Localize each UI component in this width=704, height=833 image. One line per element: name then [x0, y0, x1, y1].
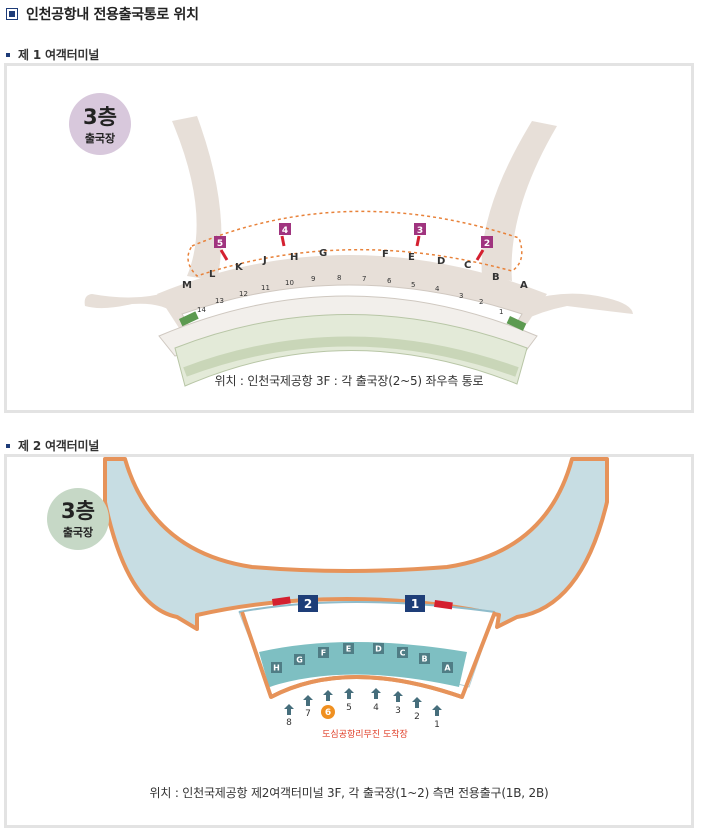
exit-bar-1 — [434, 600, 453, 610]
terminal2-floor-label: 3층 — [61, 499, 95, 523]
counter-H: H — [290, 252, 298, 263]
counter-K: K — [235, 262, 244, 273]
door-3: 3 — [459, 292, 463, 300]
bus-stop-marker — [321, 705, 335, 719]
square-bullet-icon — [6, 8, 18, 20]
gate-marker-2: 2 — [475, 236, 493, 261]
terminal2-floor-sub-label: 출국장 — [63, 525, 93, 539]
door-1: 1 — [499, 308, 503, 316]
counter-B: B — [492, 272, 500, 283]
t2-counter-G: G — [296, 656, 303, 665]
t2-gate-marker-1-label: 1 — [411, 597, 419, 611]
up-arrow-icon — [344, 688, 354, 699]
door-10: 10 — [285, 279, 294, 287]
terminal2-outer-shape — [103, 457, 609, 631]
gate-marker-5: 5 — [214, 236, 229, 261]
counter-M: M — [182, 280, 192, 291]
terminal1-heading: 제 1 여객터미널 — [6, 46, 99, 63]
door-6: 6 — [387, 277, 392, 285]
door-5: 5 — [411, 281, 415, 289]
t2-counter-B: B — [421, 655, 427, 664]
terminal2-title: 제 2 여객터미널 — [18, 439, 100, 453]
gate-marker-2-label: 2 — [484, 239, 490, 249]
terminal1-title: 제 1 여객터미널 — [18, 48, 100, 62]
counter-E: E — [408, 252, 415, 263]
t2-door-8: 8 — [286, 718, 292, 728]
counter-J: J — [262, 255, 267, 266]
bullet-icon — [6, 52, 10, 57]
counter-C: C — [464, 260, 471, 271]
page-header: 인천공항내 전용출국통로 위치 — [6, 4, 199, 24]
terminal1-caption: 위치 : 인천국제공항 3F : 각 출국장(2~5) 좌우측 통로 — [214, 374, 484, 388]
t2-door-numbers: 8 7 6 5 4 3 2 1 — [286, 703, 440, 730]
bullet-icon — [6, 443, 10, 448]
counter-A: A — [520, 280, 528, 291]
t2-gate-marker-2: 2 — [298, 595, 318, 612]
t2-door-6: 6 — [325, 708, 331, 718]
up-arrow-icon — [323, 690, 333, 701]
t2-counter-A: A — [444, 664, 451, 673]
door-numbers: 1 2 3 4 5 6 7 8 9 10 11 12 13 14 — [197, 274, 503, 316]
door-13: 13 — [215, 297, 224, 305]
door-arrows — [284, 688, 442, 716]
terminal1-floor-sub-label: 출국장 — [85, 131, 115, 145]
t2-door-2: 2 — [414, 712, 420, 722]
t2-counter-F: F — [321, 649, 326, 658]
t2-door-4: 4 — [373, 703, 379, 713]
gate-marker-4: 4 — [279, 223, 291, 247]
terminal1-floor-badge: 3층 출국장 — [69, 93, 131, 155]
terminal1-map: 3층 출국장 2 3 4 5 A B C D — [69, 93, 633, 387]
counter-D: D — [437, 256, 445, 267]
gate-marker-4-label: 4 — [282, 226, 288, 236]
t2-door-7: 7 — [305, 709, 311, 719]
counter-L: L — [209, 269, 216, 280]
up-arrow-icon — [393, 691, 403, 702]
counter-G: G — [319, 248, 327, 259]
terminal2-heading: 제 2 여객터미널 — [6, 437, 99, 454]
t2-door-3: 3 — [395, 706, 401, 716]
t2-counter-D: D — [375, 645, 382, 654]
counter-F: F — [382, 249, 389, 260]
t2-counter-C: C — [400, 649, 406, 658]
terminal1-floor-label: 3층 — [83, 105, 117, 129]
door-7: 7 — [362, 275, 366, 283]
route-dashed-ellipse — [187, 210, 523, 277]
door-9: 9 — [311, 275, 315, 283]
terminal2-caption: 위치 : 인천국제공항 제2여객터미널 3F, 각 출국장(1~2) 측면 전용… — [149, 786, 549, 800]
gate-marker-3: 3 — [414, 223, 426, 247]
exit-bar-2 — [272, 596, 291, 606]
counter-letters: A B C D E F G H J K L M — [182, 248, 528, 291]
door-4: 4 — [435, 285, 440, 293]
t2-gate-marker-1: 1 — [405, 595, 425, 612]
terminal1-concourses — [84, 116, 633, 387]
up-arrow-icon — [284, 704, 294, 715]
door-8: 8 — [337, 274, 341, 282]
door-12: 12 — [239, 290, 248, 298]
door-2: 2 — [479, 298, 483, 306]
door-11: 11 — [261, 284, 270, 292]
t2-door-5: 5 — [346, 703, 352, 713]
up-arrow-icon — [432, 705, 442, 716]
up-arrow-icon — [371, 688, 381, 699]
t2-gate-marker-2-label: 2 — [304, 597, 312, 611]
gate-marker-3-label: 3 — [417, 226, 423, 236]
terminal1-map-panel: 3층 출국장 2 3 4 5 A B C D — [4, 63, 694, 413]
page-title: 인천공항내 전용출국통로 위치 — [26, 7, 199, 23]
up-arrow-icon — [412, 697, 422, 708]
t2-counter-E: E — [346, 645, 351, 654]
terminal2-floor-badge: 3층 출국장 — [47, 488, 109, 550]
terminal2-map: 3층 출국장 2 1 H G F E D C B A — [47, 457, 609, 740]
gate-marker-5-label: 5 — [217, 239, 223, 249]
door-14: 14 — [197, 306, 206, 314]
t2-counter-H: H — [273, 664, 280, 673]
t2-door-1: 1 — [434, 720, 440, 730]
t2-counter-letters: H G F E D C B A — [271, 643, 453, 673]
up-arrow-icon — [303, 695, 313, 706]
bus-arrival-label: 도심공항리무진 도착장 — [322, 729, 408, 740]
terminal2-map-panel: 3층 출국장 2 1 H G F E D C B A — [4, 454, 694, 828]
